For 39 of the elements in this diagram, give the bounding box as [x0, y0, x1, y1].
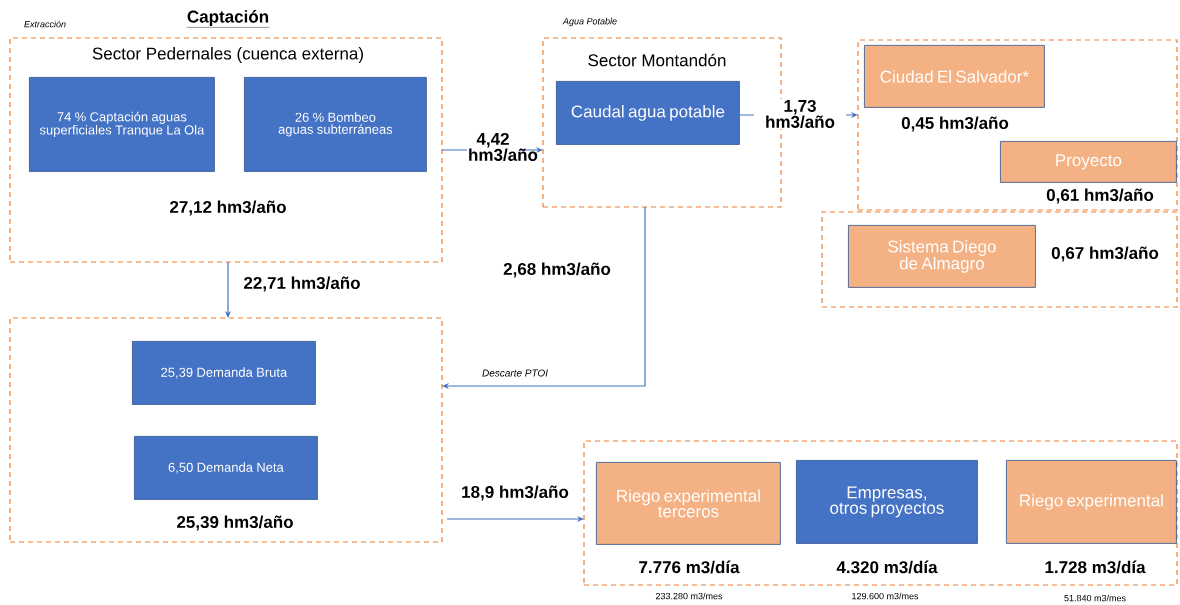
process-box: 26 % Bombeo aguas subterráneas [244, 77, 427, 172]
process-box: Ciudad El Salvador* [864, 45, 1045, 108]
value-label: 4.320 m3/día [836, 560, 938, 574]
edge-label: 18,9 hm3/año [460, 484, 570, 502]
dashed-group-box [821, 211, 1178, 308]
dashed-group-box [583, 440, 1178, 586]
edge-label: 22,71 hm3/año [242, 275, 362, 293]
edge-label: 4,42 hm3/año [467, 131, 538, 163]
section-caption: Extracción [24, 20, 66, 28]
value-label: 0,45 hm3/año [901, 116, 1009, 132]
value-label: 25,39 hm3/año [177, 515, 293, 531]
edge-label: 2,68 hm3/año [502, 261, 612, 279]
value-note: 51.840 m3/mes [1064, 594, 1126, 602]
value-label: 27,12 hm3/año [170, 200, 286, 216]
dashed-group-box [9, 37, 443, 263]
value-label: 0,67 hm3/año [1051, 246, 1159, 262]
group-heading: Sector Pedernales (cuenca externa) [92, 47, 363, 63]
process-box: Caudal agua potable [556, 81, 740, 145]
group-heading: Sector Montandón [588, 53, 726, 67]
value-label: 7.776 m3/día [639, 560, 740, 574]
value-label: 0,61 hm3/año [1046, 188, 1154, 204]
value-note: 129.600 m3/mes [852, 592, 919, 600]
section-caption: Agua Potable [562, 17, 617, 27]
dashed-group-box [9, 317, 443, 543]
process-box: 25,39 Demanda Bruta [132, 341, 316, 405]
process-box: Riego experimental [1006, 460, 1177, 544]
process-box: Proyecto [1000, 141, 1177, 183]
process-box: Empresas, otros proyectos [796, 460, 978, 544]
process-box: Sistema Diego de Almagro [848, 225, 1036, 288]
edge-label: 1,73 hm3/año [754, 98, 846, 130]
value-label: 1.728 m3/día [1045, 560, 1146, 574]
dashed-group-box [857, 39, 1178, 211]
process-box: 74 % Captación aguas superficiales Tranque La Ola [29, 77, 215, 172]
flow-note: Descarte PTOI [482, 369, 548, 377]
arrow [442, 206, 646, 390]
process-box: Riego experimental terceros [596, 462, 781, 545]
title: Captación [186, 10, 270, 28]
value-note: 233.280 m3/mes [655, 592, 723, 600]
process-box: 6,50 Demanda Neta [134, 436, 318, 500]
